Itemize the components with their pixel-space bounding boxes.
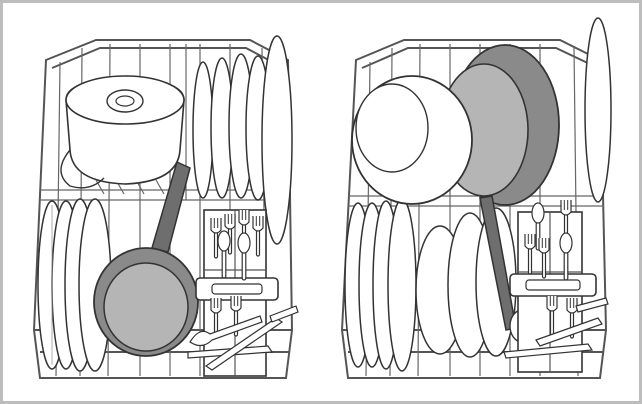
large-bowl bbox=[351, 75, 473, 205]
left-cutlery-basket bbox=[187, 209, 299, 377]
left-upright-plates bbox=[192, 35, 293, 245]
saucepan bbox=[93, 160, 199, 357]
right-tall-plate bbox=[584, 17, 612, 203]
right-basket-panel bbox=[340, 17, 612, 379]
frying-pans bbox=[439, 44, 560, 343]
left-basket-panel bbox=[32, 35, 299, 379]
casserole-dish bbox=[60, 75, 185, 189]
right-cutlery-basket bbox=[503, 199, 609, 373]
